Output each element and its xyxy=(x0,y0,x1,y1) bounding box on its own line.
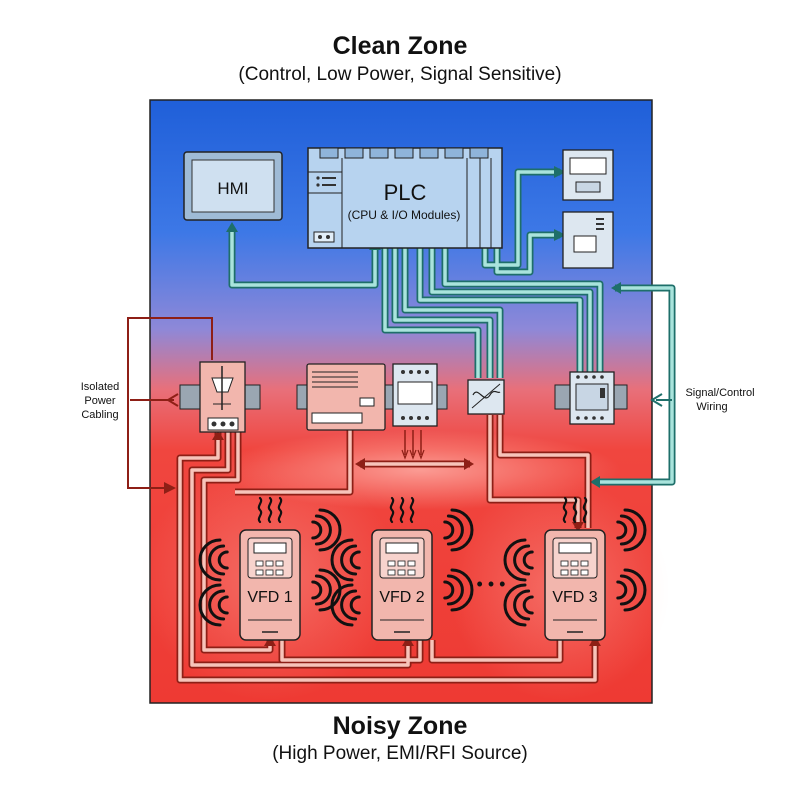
annotation-line: Power xyxy=(84,395,116,407)
emi-wave-icon xyxy=(330,538,354,582)
emi-wave-icon xyxy=(198,583,222,627)
hmi-label: HMI xyxy=(217,179,248,198)
emi-wave-icon xyxy=(349,550,361,570)
vfd-label: VFD 2 xyxy=(379,589,424,606)
signal-isolator xyxy=(467,379,505,415)
remote-io-module xyxy=(562,149,614,201)
emi-wave-icon xyxy=(446,574,464,606)
emi-wave-icon xyxy=(217,595,229,615)
vfd-drive: VFD 3 xyxy=(503,496,647,641)
emi-wave-icon xyxy=(619,514,637,546)
vfd-label: VFD 3 xyxy=(552,589,597,606)
annotation-line: Isolated xyxy=(81,381,120,393)
emi-wave-icon xyxy=(522,595,534,615)
emi-wave-icon xyxy=(198,538,222,582)
emi-wave-icon xyxy=(208,589,226,621)
emi-wave-icon xyxy=(503,538,527,582)
emi-wave-icon xyxy=(340,589,358,621)
emi-wave-icon xyxy=(443,580,455,600)
emi-wave-icon xyxy=(619,574,637,606)
more-vfds-ellipsis: • • • xyxy=(477,574,506,594)
emi-wave-icon xyxy=(330,583,354,627)
emi-wave-icon xyxy=(513,589,531,621)
emi-wave-icon xyxy=(208,544,226,576)
power-supply xyxy=(306,363,386,431)
emi-wave-icon xyxy=(443,520,455,540)
emi-wave-icon xyxy=(311,520,323,540)
emi-wave-icon xyxy=(446,514,464,546)
signal-control-annotation: Signal/Control Wiring xyxy=(685,387,754,413)
circuit-breaker xyxy=(199,361,246,433)
plc-subtitle: (CPU & I/O Modules) xyxy=(348,208,461,222)
isolated-power-annotation: Isolated Power Cabling xyxy=(81,381,120,421)
emi-wave-icon xyxy=(616,580,628,600)
emi-wave-icon xyxy=(314,574,332,606)
relay-module xyxy=(569,371,615,425)
vfd-drive: VFD 1 xyxy=(198,496,342,641)
line-filter xyxy=(392,363,438,427)
emi-wave-icon xyxy=(217,550,229,570)
emi-wave-icon xyxy=(340,544,358,576)
plc-title: PLC xyxy=(384,180,427,205)
vfd-drive: VFD 2 xyxy=(330,496,474,641)
emi-wave-icon xyxy=(311,580,323,600)
heat-icon xyxy=(389,496,415,524)
heat-icon xyxy=(257,496,283,524)
emi-wave-icon xyxy=(450,508,474,552)
emi-wave-icon xyxy=(349,595,361,615)
emi-wave-icon xyxy=(314,514,332,546)
emi-wave-icon xyxy=(616,520,628,540)
plc-rack: PLC (CPU & I/O Modules) xyxy=(307,147,503,249)
clean-zone-subtitle: (Control, Low Power, Signal Sensitive) xyxy=(238,64,562,85)
emi-wave-icon xyxy=(503,583,527,627)
emi-wave-icon xyxy=(623,508,647,552)
emi-wave-icon xyxy=(513,544,531,576)
emi-wave-icon xyxy=(623,568,647,612)
vfd-label: VFD 1 xyxy=(247,589,292,606)
noisy-zone-subtitle: (High Power, EMI/RFI Source) xyxy=(272,743,528,764)
hmi-panel: HMI xyxy=(183,151,283,221)
emi-wave-icon xyxy=(522,550,534,570)
heat-icon xyxy=(562,496,588,524)
clean-zone-title: Clean Zone xyxy=(332,32,468,60)
annotation-line: Wiring xyxy=(696,401,727,413)
emi-wave-icon xyxy=(318,508,342,552)
annotation-line: Signal/Control xyxy=(685,387,754,399)
network-module xyxy=(562,211,614,269)
annotation-line: Cabling xyxy=(81,409,118,421)
emi-wave-icon xyxy=(450,568,474,612)
noisy-zone-title: Noisy Zone xyxy=(332,712,468,740)
